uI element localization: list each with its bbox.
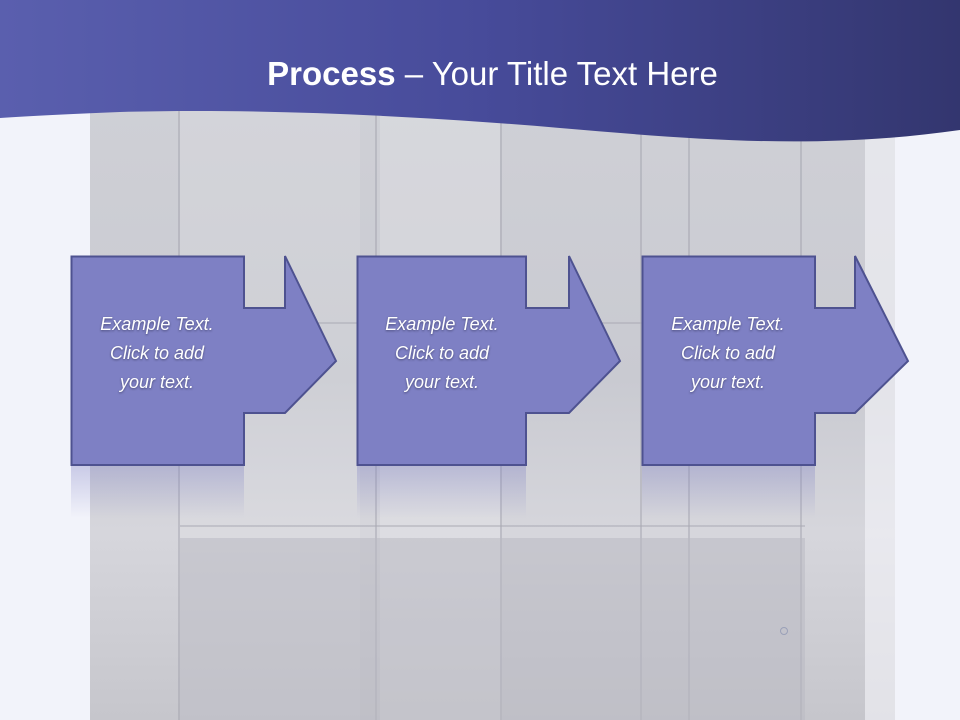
title-bold: Process: [267, 55, 396, 92]
step-text[interactable]: Example Text. Click to add your text.: [357, 310, 527, 397]
door-knob: [780, 627, 788, 635]
step-line-2: Click to add: [680, 343, 776, 363]
step-line-3: your text.: [690, 372, 766, 392]
arrow-shape: [70, 255, 338, 518]
arrow-shape: [641, 255, 910, 518]
process-step-2[interactable]: Example Text. Click to add your text.: [356, 255, 622, 518]
slide-title[interactable]: Process – Your Title Text Here: [0, 52, 960, 96]
arrow-shape: [356, 255, 622, 518]
title-banner: [0, 0, 960, 142]
process-step-1[interactable]: Example Text. Click to add your text.: [70, 255, 338, 518]
step-line-1: Example Text.: [100, 314, 214, 334]
step-line-3: your text.: [404, 372, 480, 392]
title-separator: –: [404, 55, 424, 92]
step-line-3: your text.: [119, 372, 195, 392]
step-line-1: Example Text.: [385, 314, 499, 334]
title-rest: Your Title Text Here: [431, 55, 718, 92]
process-step-3[interactable]: Example Text. Click to add your text.: [641, 255, 910, 518]
step-line-2: Click to add: [394, 343, 490, 363]
step-line-1: Example Text.: [671, 314, 785, 334]
step-text[interactable]: Example Text. Click to add your text.: [642, 310, 814, 397]
step-text[interactable]: Example Text. Click to add your text.: [71, 310, 243, 397]
step-line-2: Click to add: [109, 343, 205, 363]
